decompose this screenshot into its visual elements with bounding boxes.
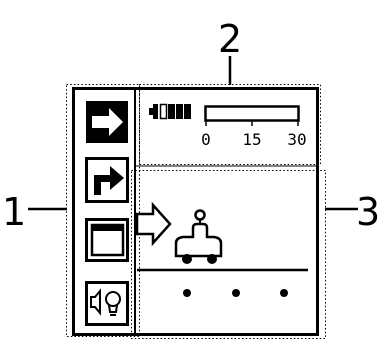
display-frame bbox=[72, 87, 319, 336]
right-arrow-icon bbox=[135, 201, 172, 247]
arrow-right-icon[interactable] bbox=[86, 101, 128, 143]
level-gauge: 0 15 30 bbox=[201, 105, 307, 149]
window-icon[interactable] bbox=[85, 218, 129, 262]
marker-dot bbox=[232, 289, 240, 297]
turn-right-arrow-icon[interactable] bbox=[85, 157, 129, 203]
region-3-outline bbox=[131, 170, 326, 339]
icon-column bbox=[85, 101, 129, 326]
callout-2: 2 bbox=[218, 17, 242, 85]
callout-3: 3 bbox=[325, 190, 380, 234]
scale-label-30: 30 bbox=[287, 130, 306, 149]
vehicle-icon bbox=[174, 209, 223, 264]
callout-2-label: 2 bbox=[218, 17, 242, 61]
region-2-outline bbox=[139, 84, 321, 165]
callout-1: 1 bbox=[2, 190, 67, 234]
battery-icon bbox=[149, 103, 191, 120]
speaker-bulb-icon[interactable] bbox=[85, 281, 129, 326]
status-area: 0 15 30 bbox=[149, 103, 307, 149]
callout-1-label: 1 bbox=[2, 190, 26, 234]
marker-dot bbox=[183, 289, 191, 297]
marker-dot bbox=[280, 289, 288, 297]
callout-3-label: 3 bbox=[356, 190, 380, 234]
scene-area bbox=[135, 201, 308, 297]
level-bar bbox=[204, 105, 300, 122]
scale-label-0: 0 bbox=[201, 130, 211, 149]
scale-label-15: 15 bbox=[242, 130, 261, 149]
